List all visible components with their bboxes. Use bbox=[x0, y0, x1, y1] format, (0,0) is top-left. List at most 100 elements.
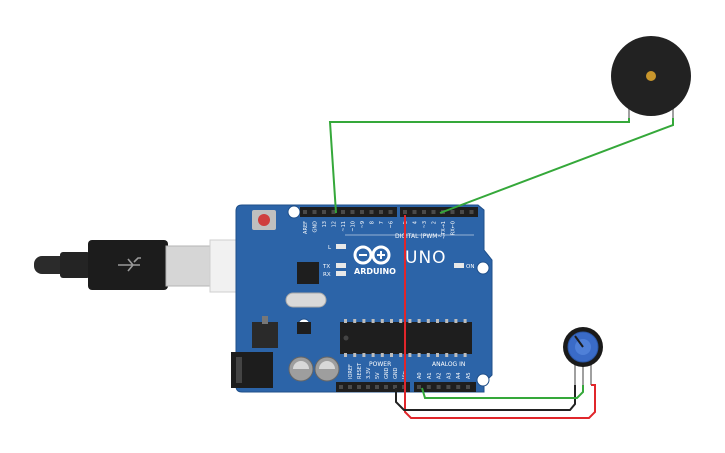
reset-button[interactable] bbox=[252, 210, 276, 230]
header-hole[interactable] bbox=[460, 210, 464, 214]
pin-label: 8 bbox=[370, 221, 376, 224]
header-hole[interactable] bbox=[322, 210, 326, 214]
pin-label: 13 bbox=[322, 221, 328, 227]
chip-leg bbox=[436, 353, 439, 357]
header-hole[interactable] bbox=[312, 210, 317, 214]
chip-leg bbox=[426, 353, 430, 357]
chip-leg bbox=[399, 319, 403, 323]
pin-label: ~3 bbox=[422, 221, 428, 228]
piezo-buzzer bbox=[611, 36, 691, 118]
header-hole[interactable] bbox=[422, 210, 426, 214]
pin-label: A2 bbox=[437, 372, 443, 379]
pin-label: 5V bbox=[375, 372, 381, 379]
chip-leg bbox=[417, 319, 421, 323]
usb-chip bbox=[297, 262, 319, 284]
header-hole[interactable] bbox=[417, 385, 421, 389]
pin-label: IOREF bbox=[348, 364, 354, 379]
header-hole[interactable] bbox=[360, 210, 364, 214]
header-hole[interactable] bbox=[446, 385, 451, 389]
power-header bbox=[336, 382, 410, 392]
wire-green-gnd-buzzer[interactable] bbox=[328, 118, 630, 214]
header-hole[interactable] bbox=[303, 210, 307, 214]
label-digital: DIGITAL (PWM~) bbox=[395, 233, 445, 240]
pin-label: 3.3V bbox=[366, 367, 372, 379]
pin-label: 4 bbox=[413, 221, 419, 224]
model-text: UNO bbox=[405, 248, 447, 268]
digital-header-left bbox=[300, 207, 397, 217]
chip-leg bbox=[454, 353, 458, 357]
usb-metal-shell bbox=[165, 245, 213, 287]
led-l bbox=[336, 244, 346, 249]
chip-leg bbox=[353, 319, 357, 323]
wire-black-gnd-pot[interactable] bbox=[395, 385, 576, 411]
header-hole[interactable] bbox=[350, 210, 355, 214]
chip-leg bbox=[371, 319, 375, 323]
chip-leg bbox=[380, 353, 384, 357]
header-hole[interactable] bbox=[412, 210, 417, 214]
chip-leg bbox=[426, 319, 430, 323]
pin-label: TX→1 bbox=[441, 221, 447, 236]
digital-header-right bbox=[400, 207, 478, 217]
pin-label: 2 bbox=[432, 221, 438, 224]
header-hole[interactable] bbox=[393, 385, 397, 389]
led-rx bbox=[336, 271, 346, 276]
pin-label: ~11 bbox=[341, 221, 347, 232]
header-hole[interactable] bbox=[339, 385, 343, 389]
header-hole[interactable] bbox=[348, 385, 352, 389]
chip-leg bbox=[408, 319, 412, 323]
header-hole[interactable] bbox=[331, 210, 336, 214]
header-hole[interactable] bbox=[366, 385, 370, 389]
wire-green-pin3-buzzer[interactable] bbox=[439, 118, 674, 214]
pin-label: A4 bbox=[456, 372, 462, 379]
chip-leg bbox=[454, 319, 458, 323]
arduino-logo bbox=[353, 245, 391, 265]
chip-leg bbox=[380, 319, 384, 323]
chip-leg bbox=[344, 319, 347, 323]
header-hole[interactable] bbox=[436, 385, 441, 389]
chip-leg bbox=[399, 353, 403, 357]
led-on bbox=[454, 263, 464, 268]
wire-red-5v-pot[interactable] bbox=[404, 215, 596, 419]
header-hole[interactable] bbox=[384, 385, 388, 389]
pin-label: A1 bbox=[427, 372, 433, 379]
chip-leg bbox=[417, 353, 421, 357]
pin-label: AREF bbox=[303, 221, 309, 234]
chip-leg bbox=[408, 353, 412, 357]
brand-text: ARDUINO bbox=[354, 267, 396, 276]
dc-power-jack bbox=[231, 352, 273, 388]
header-hole[interactable] bbox=[456, 385, 461, 389]
crystal-oscillator bbox=[285, 292, 327, 308]
header-hole[interactable] bbox=[431, 210, 436, 214]
capacitor bbox=[314, 356, 340, 382]
pot-knob-indicator bbox=[574, 335, 584, 348]
pin-label: 12 bbox=[332, 221, 338, 227]
header-hole[interactable] bbox=[375, 385, 379, 389]
chip-leg bbox=[390, 319, 393, 323]
voltage-regulator bbox=[252, 322, 278, 348]
pin-label: GND bbox=[393, 367, 399, 379]
mount-hole bbox=[287, 205, 301, 219]
buzzer-center bbox=[646, 71, 656, 81]
header-hole[interactable] bbox=[341, 210, 345, 214]
header-hole[interactable] bbox=[426, 385, 431, 389]
regulator-tab bbox=[262, 316, 268, 324]
chip-leg bbox=[362, 353, 366, 357]
chip-leg bbox=[362, 319, 366, 323]
header-hole[interactable] bbox=[357, 385, 361, 389]
wire-green-a0-pot[interactable] bbox=[421, 385, 584, 399]
header-hole[interactable] bbox=[469, 210, 474, 214]
header-hole[interactable] bbox=[403, 210, 407, 214]
header-hole[interactable] bbox=[466, 385, 470, 389]
label-power: POWER bbox=[369, 361, 391, 368]
header-hole[interactable] bbox=[450, 210, 455, 214]
header-hole[interactable] bbox=[379, 210, 383, 214]
potentiometer[interactable] bbox=[563, 327, 603, 385]
small-chip bbox=[297, 322, 311, 334]
header-hole[interactable] bbox=[388, 210, 393, 214]
pin-label: GND bbox=[384, 367, 390, 379]
header-hole[interactable] bbox=[369, 210, 374, 214]
led-tx bbox=[336, 263, 346, 268]
pin-label: A0 bbox=[417, 372, 423, 379]
chip-leg bbox=[463, 353, 467, 357]
